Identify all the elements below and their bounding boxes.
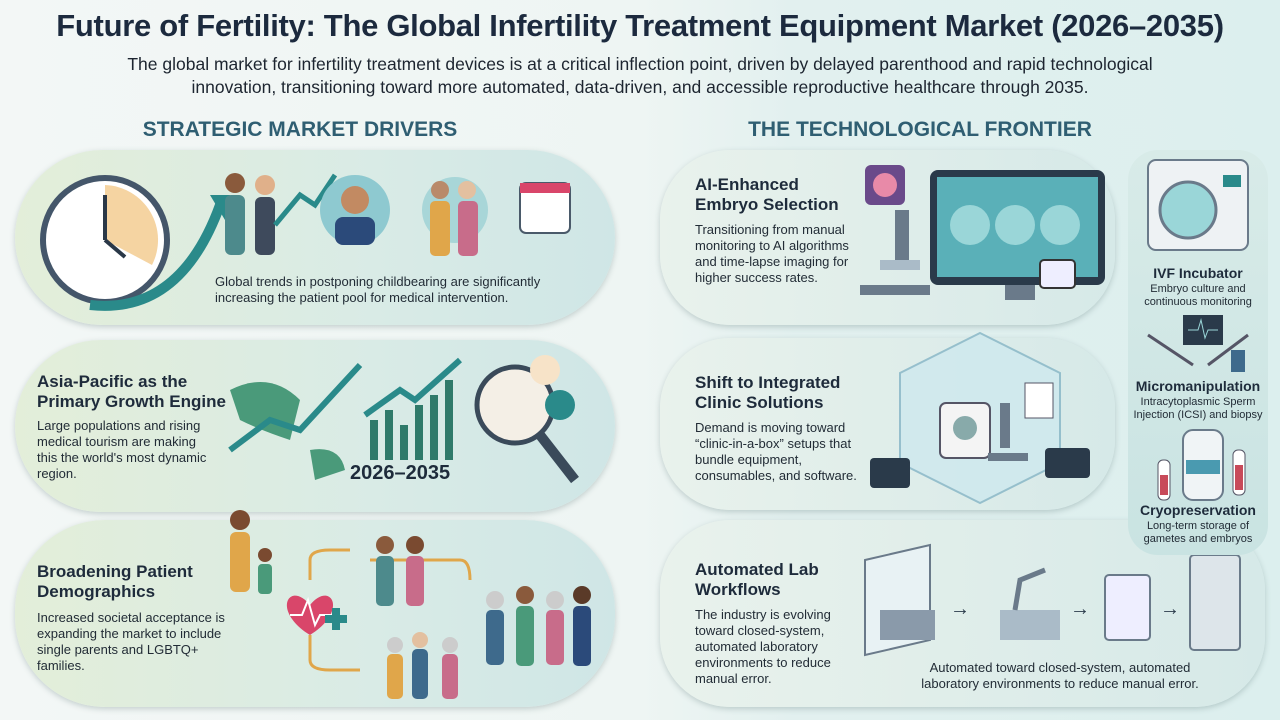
side-item-text: Intracytoplasmic Sperm Injection (ICSI) …: [1133, 396, 1263, 421]
side-item-title: Micromanipulation: [1135, 378, 1261, 394]
forecast-period-label: 2026–2035: [350, 462, 451, 484]
left-section-heading: STRATEGIC MARKET DRIVERS: [142, 118, 458, 141]
side-item-text: Embryo culture and continuous monitoring: [1144, 283, 1252, 308]
driver-card-title: Asia-Pacific as the Primary Growth Engin…: [37, 372, 226, 411]
families-illustration: [230, 510, 591, 699]
side-item-title: IVF Incubator: [1153, 265, 1243, 281]
equipment-side-panel: IVF Incubator Embryo culture and continu…: [1128, 150, 1268, 555]
driver-card-title: Broadening Patient Demographics: [37, 562, 193, 601]
tech-card-text: Transitioning from manual monitoring to …: [695, 222, 849, 285]
right-section-heading: THE TECHNOLOGICAL FRONTIER: [748, 118, 1092, 141]
automated-workflow-icon: → → →: [864, 543, 1241, 657]
micromanipulation-icon: [1147, 315, 1249, 372]
side-item-text: Long-term storage of gametes and embryos: [1143, 520, 1253, 545]
tech-card-ai-embryo: AI-Enhanced Embryo Selection Transitioni…: [660, 150, 1115, 325]
workflow-caption: Automated toward closed-system, automate…: [921, 660, 1199, 691]
side-item-title: Cryopreservation: [1140, 502, 1256, 518]
ivf-incubator-icon: [1147, 159, 1249, 251]
driver-card-demographics: Broadening Patient Demographics Increase…: [15, 510, 615, 707]
growth-chart-icon: [228, 355, 579, 484]
svg-text:→: →: [1160, 598, 1180, 620]
clock-icon: [40, 175, 230, 311]
people-illustration: [225, 173, 571, 256]
page-subtitle: The global market for infertility treatm…: [127, 54, 1153, 97]
cryopreservation-icon: [1157, 429, 1246, 501]
tech-card-title: Automated Lab Workflows: [695, 560, 819, 599]
driver-card-text: Large populations and rising medical tou…: [37, 418, 207, 481]
driver-card-text: Global trends in postponing childbearing…: [215, 274, 541, 305]
tech-card-title: AI-Enhanced Embryo Selection: [695, 175, 839, 214]
driver-card-delayed-parenthood: Global trends in postponing childbearing…: [15, 150, 615, 325]
tech-card-title: Shift to Integrated Clinic Solutions: [695, 373, 841, 412]
svg-text:→: →: [1070, 598, 1090, 620]
microscope-monitor-icon: [860, 165, 1105, 300]
tech-card-text: The industry is evolving toward closed-s…: [695, 607, 831, 686]
driver-card-asia-pacific: Asia-Pacific as the Primary Growth Engin…: [15, 340, 615, 512]
svg-text:→: →: [950, 598, 970, 620]
driver-card-text: Increased societal acceptance is expandi…: [37, 610, 225, 673]
tech-card-integrated-clinic: Shift to Integrated Clinic Solutions Dem…: [660, 331, 1115, 510]
tech-card-text: Demand is moving toward “clinic-in-a-box…: [695, 420, 857, 483]
page-title: Future of Fertility: The Global Infertil…: [56, 8, 1224, 43]
clinic-in-a-box-icon: [870, 331, 1090, 505]
